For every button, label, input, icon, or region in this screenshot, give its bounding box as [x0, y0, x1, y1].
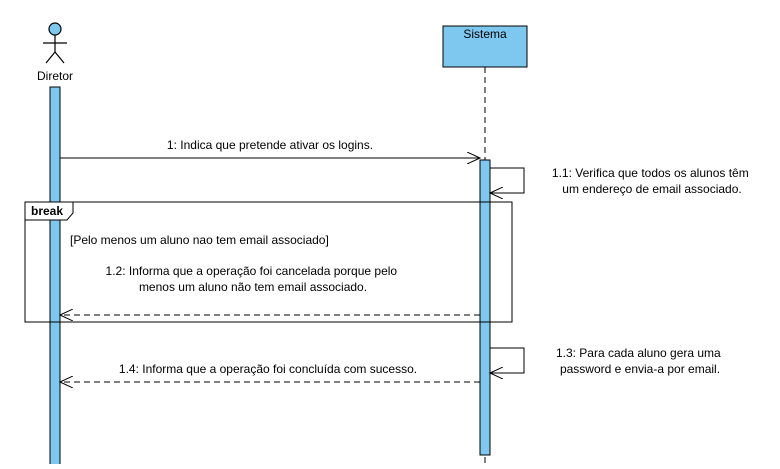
break-fragment-guard: [Pelo menos um aluno nao tem email assoc…	[70, 233, 329, 247]
message-1-4-label: 1.4: Informa que a operação foi concluíd…	[119, 362, 417, 376]
message-1-2-line-2: menos um aluno não tem email associado.	[139, 280, 367, 294]
director-activation-bar	[49, 86, 61, 468]
message-1-3-line-2: password e envia-a por email.	[560, 362, 720, 376]
message-1-4[interactable]: 1.4: Informa que a operação foi concluíd…	[60, 362, 480, 382]
message-1[interactable]: 1: Indica que pretende ativar os logins.	[60, 138, 480, 158]
message-1-2-label: 1.2: Informa que a operação foi cancelad…	[106, 264, 401, 294]
system-activation-bar	[479, 159, 491, 456]
message-1-3-line-1: 1.3: Para cada aluno gera uma	[556, 346, 721, 360]
director-label: Diretor	[37, 69, 73, 83]
break-fragment-tab	[24, 201, 74, 221]
actor-head-icon	[48, 22, 62, 36]
director-actor[interactable]: Diretor	[37, 22, 73, 83]
message-1-3-arrow	[490, 347, 525, 373]
break-fragment-operator: break	[31, 204, 63, 218]
system-label: Sistema	[463, 27, 507, 41]
system-box	[442, 25, 528, 68]
system-lifeline-head[interactable]: Sistema	[442, 25, 528, 68]
message-1-1-line-2: um endereço de email associado.	[562, 182, 741, 196]
break-fragment-frame	[24, 201, 513, 323]
message-1-2[interactable]: 1.2: Informa que a operação foi cancelad…	[60, 264, 480, 315]
message-1-1-arrow	[490, 167, 525, 193]
message-1-3[interactable]: 1.3: Para cada aluno gera uma password e…	[490, 346, 724, 376]
message-1-3-label: 1.3: Para cada aluno gera uma password e…	[556, 346, 724, 376]
message-1-label: 1: Indica que pretende ativar os logins.	[167, 138, 373, 152]
message-1-2-line-1: 1.2: Informa que a operação foi cancelad…	[106, 264, 398, 278]
actor-leg-right	[54, 51, 65, 64]
message-1-1-line-1: 1.1: Verifica que todos os alunos têm	[552, 166, 749, 180]
break-fragment[interactable]: break [Pelo menos um aluno nao tem email…	[24, 201, 513, 323]
message-1-1[interactable]: 1.1: Verifica que todos os alunos têm um…	[490, 166, 752, 196]
actor-leg-left	[45, 51, 56, 64]
message-1-1-label: 1.1: Verifica que todos os alunos têm um…	[552, 166, 752, 196]
